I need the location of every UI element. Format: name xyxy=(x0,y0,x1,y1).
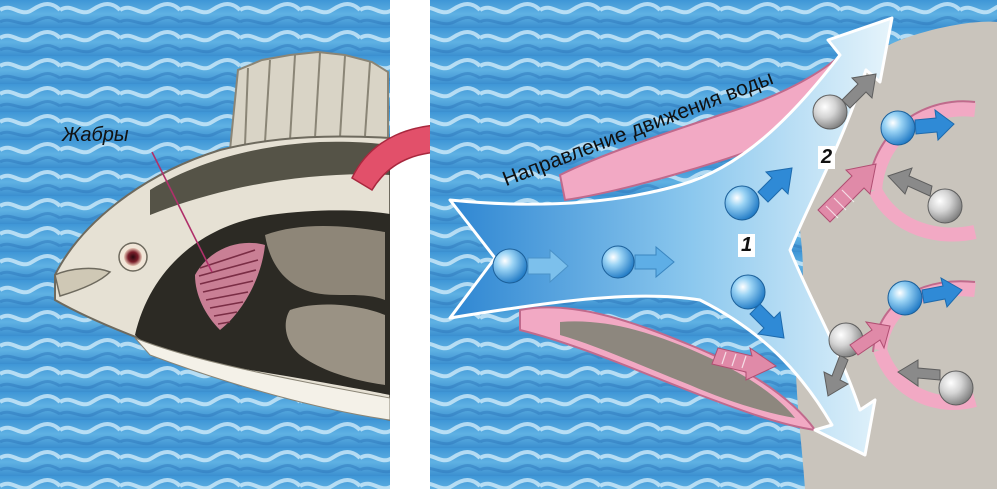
panel-gap xyxy=(390,0,430,489)
fish-panel xyxy=(0,0,390,489)
schematic-panel xyxy=(430,0,997,489)
marker-2-label: 2 xyxy=(818,146,835,169)
fish-pupil xyxy=(124,248,142,266)
gills-label: Жабры xyxy=(62,124,129,147)
marker-1-label: 1 xyxy=(738,234,755,257)
